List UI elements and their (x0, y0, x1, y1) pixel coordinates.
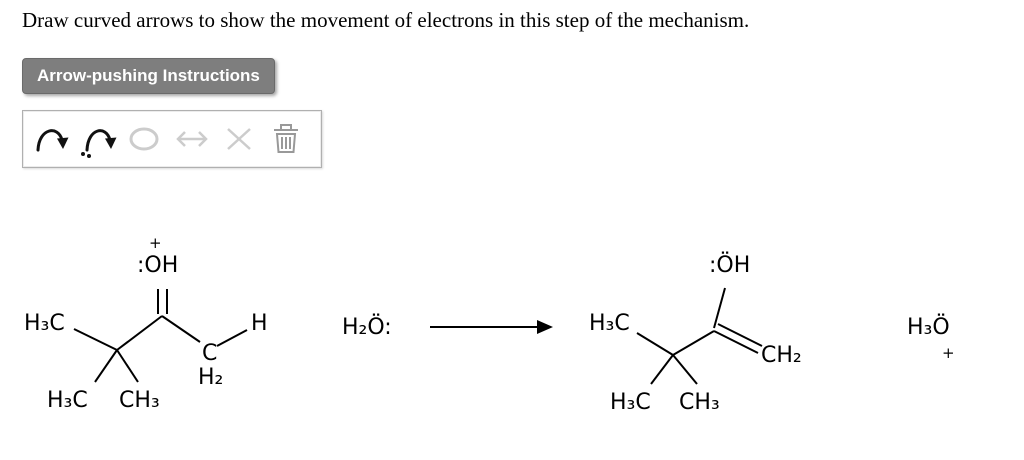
ellipse-arrow-icon (129, 127, 159, 151)
delete-x-icon (227, 128, 251, 150)
reactant-ch2-carbon-label[interactable]: C (202, 341, 218, 366)
curved-arrow-tool[interactable] (31, 119, 71, 159)
water-reagent-label[interactable]: H₂Ö: (342, 315, 392, 340)
product-methyl-upper-label[interactable]: H₃C (589, 311, 630, 336)
reactant-ch2-subscript-label[interactable]: H₂ (198, 365, 224, 390)
product-ch2-label[interactable]: CH₂ (761, 343, 802, 368)
lone-pair-arrow-tool[interactable] (78, 119, 118, 159)
reactant-hydrogen-label[interactable]: H (251, 311, 268, 336)
reactant-methyl-lower-left-label[interactable]: H₃C (47, 388, 88, 413)
trash-tool[interactable] (266, 119, 306, 159)
arrow-tool-palette (22, 110, 322, 168)
resonance-arrow-tool (172, 119, 212, 159)
trash-icon (274, 124, 298, 153)
hydronium-label[interactable]: H₃Ö (907, 315, 950, 340)
prompt-text: Draw curved arrows to show the movement … (22, 8, 750, 32)
delete-tool (219, 119, 259, 159)
resonance-arrow-icon (176, 131, 208, 147)
reactant-oxygen-charge: + (149, 234, 162, 252)
curved-arrow-icon (36, 129, 69, 152)
lone-pair-curved-arrow-icon (81, 129, 117, 158)
product-oh-label[interactable]: :ÖH (709, 253, 751, 278)
product-methyl-lower-left-label[interactable]: H₃C (610, 390, 651, 415)
hydronium-charge: + (942, 344, 955, 362)
ellipse-arrow-tool (125, 119, 165, 159)
arrow-pushing-instructions-button[interactable]: Arrow-pushing Instructions (22, 58, 275, 94)
reactant-methyl-upper-label[interactable]: H₃C (24, 311, 65, 336)
product-methyl-lower-right-label[interactable]: CH₃ (679, 390, 720, 415)
reactant-oh-label[interactable]: :OH (137, 253, 179, 278)
reactant-methyl-lower-right-label[interactable]: CH₃ (119, 388, 160, 413)
